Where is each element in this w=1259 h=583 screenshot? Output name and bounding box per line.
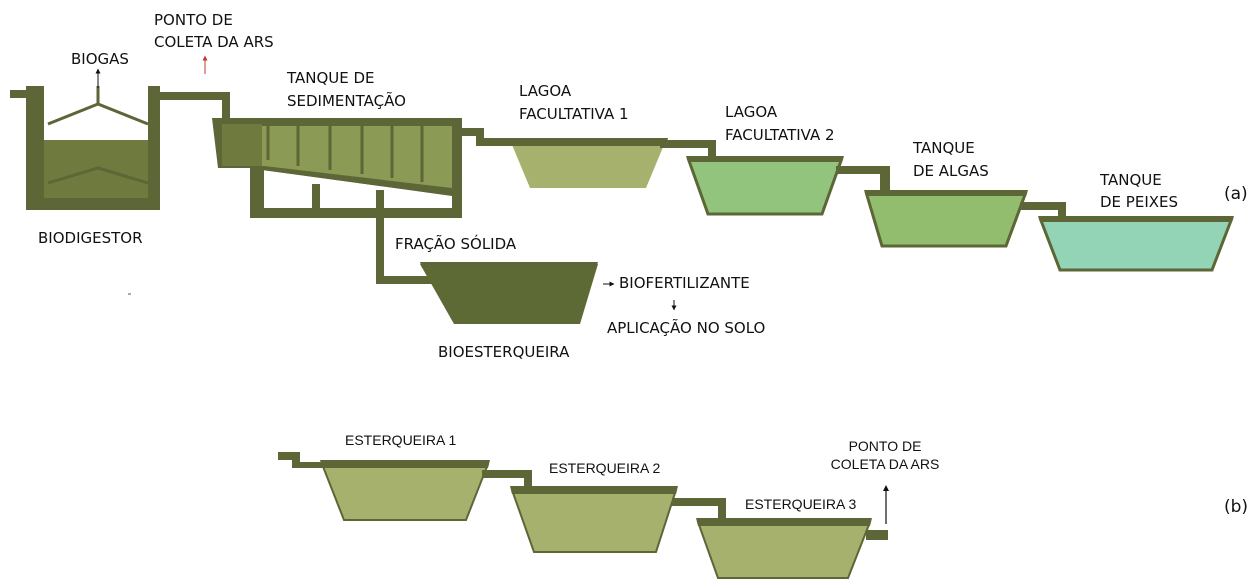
esterqueira1-rim xyxy=(320,460,490,468)
label-ponto-coleta-a-line2: COLETA DA ARS xyxy=(154,33,274,51)
sed-leg-1 xyxy=(256,166,264,216)
outlet-pipe-b xyxy=(866,530,888,540)
label-esterqueira2: ESTERQUEIRA 2 xyxy=(549,460,661,476)
esterqueira3-tank xyxy=(698,522,870,578)
fish-outline xyxy=(1038,217,1234,272)
esterqueira3-outline xyxy=(697,521,871,579)
sed-leg-4 xyxy=(452,118,462,218)
pipe-e2-to-e3 xyxy=(672,498,726,522)
lagoa1-tank xyxy=(510,140,666,188)
label-fracao-solida: FRAÇÃO SÓLIDA xyxy=(395,235,517,253)
label-lagoa1-line1: LAGOA xyxy=(519,82,572,100)
label-ponto-coleta-a-line1: PONTO DE xyxy=(154,11,233,29)
pipe-sed-to-lagoa1 xyxy=(462,128,520,146)
algae-rim xyxy=(864,190,1028,196)
label-biodigestor: BIODIGESTOR xyxy=(38,229,143,247)
fish-rim xyxy=(1038,216,1234,222)
label-lagoa1-line2: FACULTATIVA 1 xyxy=(519,105,629,123)
esterqueira3-rim xyxy=(696,518,872,526)
sed-leg-3 xyxy=(376,190,384,218)
biodigestor-cover xyxy=(47,166,149,185)
label-esterqueira1: ESTERQUEIRA 1 xyxy=(345,432,457,448)
sedimentation-hopper xyxy=(264,170,452,210)
esterqueira2-rim xyxy=(510,486,678,494)
pipe-lagoa1-to-lagoa2 xyxy=(660,140,716,158)
inlet-pipe-b xyxy=(278,452,334,468)
esterqueira2-tank xyxy=(512,490,676,552)
biodigestor xyxy=(26,86,160,210)
panel-label-a: (a) xyxy=(1224,184,1248,204)
esterqueira1-tank xyxy=(322,464,488,520)
algae-tank xyxy=(866,192,1026,246)
label-tanque-peixes-line2: DE PEIXES xyxy=(1100,193,1179,211)
label-lagoa2-line1: LAGOA xyxy=(725,103,778,121)
label-biogas: BIOGAS xyxy=(71,50,129,68)
sedimentation-tank xyxy=(212,118,462,218)
label-ponto-coleta-b-line2: COLETA DA ARS xyxy=(830,456,940,472)
lagoa1-rim xyxy=(508,138,668,146)
sed-bottom xyxy=(256,208,462,216)
label-tanque-algas-line1: TANQUE xyxy=(913,139,975,157)
algae-outline xyxy=(864,191,1028,248)
pipe-biodigestor-to-sedimentation xyxy=(148,92,230,150)
panel-label-b: (b) xyxy=(1224,497,1249,517)
system-a xyxy=(10,55,1234,324)
label-tanque-peixes-line1: TANQUE xyxy=(1100,171,1162,189)
sedimentation-fill xyxy=(232,126,452,188)
label-aplicacao-solo: APLICAÇÃO NO SOLO xyxy=(607,319,766,337)
label-bioesterqueira: BIOESTERQUEIRA xyxy=(438,343,570,361)
sed-slope-line xyxy=(261,166,455,196)
label-biofertilizante: BIOFERTILIZANTE xyxy=(619,274,750,292)
esterqueira1-outline xyxy=(321,463,489,521)
label-tanque-algas-line2: DE ALGAS xyxy=(913,162,989,180)
lagoa2-outline xyxy=(686,157,844,216)
lagoa2-tank xyxy=(688,158,842,214)
esterqueira2-outline xyxy=(511,489,677,553)
pipe-lagoa2-to-algas xyxy=(836,166,890,192)
pipe-e1-to-e2 xyxy=(482,470,532,490)
system-b xyxy=(278,452,889,579)
fish-tank xyxy=(1040,218,1232,270)
sed-leg-2 xyxy=(312,184,320,216)
label-tanque-sedimentacao-line1: TANQUE DE xyxy=(287,69,375,87)
sedimentation-dark-zone xyxy=(222,124,262,166)
lagoa2-rim xyxy=(686,156,844,162)
label-tanque-sedimentacao-line2: SEDIMENTAÇÃO xyxy=(287,92,406,110)
pipe-algas-to-peixes xyxy=(1020,202,1066,218)
bioesterqueira-rim xyxy=(420,262,598,268)
bioesterqueira-tank xyxy=(420,264,598,324)
label-ponto-coleta-b-line1: PONTO DE xyxy=(848,438,922,454)
label-esterqueira3: ESTERQUEIRA 3 xyxy=(745,496,857,512)
label-lagoa2-line2: FACULTATIVA 2 xyxy=(725,126,835,144)
